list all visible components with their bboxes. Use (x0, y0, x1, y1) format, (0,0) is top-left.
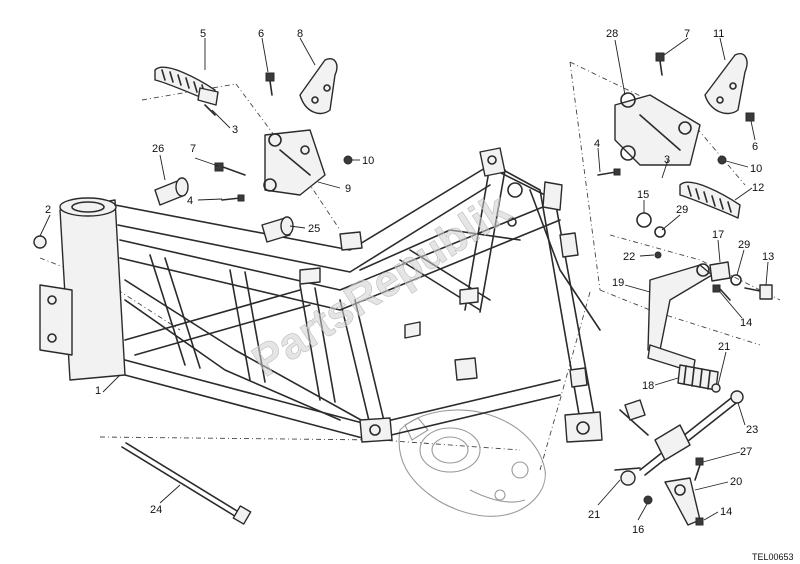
watermark-text: PartsRepublik (244, 184, 519, 387)
brake-rod-23 (619, 390, 744, 476)
footpeg-bracket-left-9 (263, 129, 326, 196)
bushing-17 (709, 261, 731, 282)
callout-6-left: 6 (258, 28, 264, 40)
callout-11: 11 (713, 28, 724, 40)
washer-29-lower (730, 274, 742, 286)
bolt-4-left (221, 194, 245, 202)
callout-5: 5 (200, 28, 206, 40)
callout-3-left: 3 (232, 124, 238, 136)
callout-26: 26 (152, 143, 164, 155)
footpeg-left-5 (154, 66, 219, 116)
brake-lever-19 (647, 263, 713, 373)
bolt-7-left (214, 162, 246, 176)
trellis-frame (39, 147, 603, 443)
callout-23: 23 (746, 424, 758, 436)
callout-4-left: 4 (187, 195, 193, 207)
clevis-21-upper (711, 383, 721, 393)
callout-14-lower: 14 (720, 506, 732, 518)
callout-17: 17 (712, 229, 724, 241)
clevis-21-lower (614, 467, 641, 486)
callout-24: 24 (150, 504, 162, 516)
callout-10-left: 10 (362, 155, 374, 167)
washer-15 (636, 212, 652, 228)
callout-10-right: 10 (750, 163, 762, 175)
linkage-20 (664, 477, 701, 526)
callout-2: 2 (45, 204, 51, 216)
heel-guard-right-11 (704, 53, 748, 115)
bolt-14-lower (695, 517, 704, 526)
bushing-26 (154, 177, 189, 206)
callout-21-upper: 21 (718, 341, 730, 353)
bolt-27 (694, 457, 704, 481)
bolt-6-left (265, 72, 275, 96)
bolt-7-right (655, 52, 665, 76)
callout-15: 15 (637, 189, 649, 201)
callout-19: 19 (612, 277, 624, 289)
bolt-4-right (597, 168, 621, 176)
bolt-6-right (745, 112, 755, 122)
nut-10-left (343, 155, 353, 165)
footpeg-right-12 (679, 181, 741, 219)
callout-12: 12 (752, 182, 764, 194)
callout-28: 28 (606, 28, 618, 40)
callout-29-lower: 29 (738, 239, 750, 251)
pivot-shaft-24 (121, 442, 252, 525)
callout-27: 27 (740, 446, 752, 458)
engine-outline (398, 409, 546, 517)
callout-20: 20 (730, 476, 742, 488)
washer-29-upper (654, 226, 666, 238)
callout-16: 16 (632, 524, 644, 536)
drawing-code: TEL00653 (752, 552, 794, 562)
footpeg-bracket-right-28 (614, 92, 701, 166)
nut-22 (654, 251, 662, 259)
callout-22: 22 (623, 251, 635, 263)
switch-bracket (624, 399, 646, 421)
callout-4-right: 4 (594, 138, 600, 150)
callout-9: 9 (345, 183, 351, 195)
callout-labels: 5 6 8 3 10 9 7 4 26 2 25 1 24 28 7 11 6 … (45, 28, 774, 536)
callout-21-lower: 21 (588, 509, 600, 521)
callout-6-right: 6 (752, 141, 758, 153)
callout-7-right: 7 (684, 28, 690, 40)
heel-guard-left-8 (299, 58, 338, 115)
callout-3-right: 3 (664, 154, 670, 166)
callout-18: 18 (642, 380, 654, 392)
callout-1: 1 (95, 385, 101, 397)
callout-13: 13 (762, 251, 774, 263)
bolt-14-upper (712, 284, 731, 301)
nut-16 (643, 495, 653, 505)
callout-25: 25 (308, 223, 320, 235)
nut-10-right (717, 155, 727, 165)
callout-29-upper: 29 (676, 204, 688, 216)
bolt-13 (744, 284, 773, 300)
leader-lines (39, 37, 769, 521)
callout-8: 8 (297, 28, 303, 40)
nut-2 (33, 235, 47, 249)
bushing-25 (261, 216, 294, 243)
callout-7-left: 7 (190, 143, 196, 155)
callout-14-upper: 14 (740, 317, 752, 329)
